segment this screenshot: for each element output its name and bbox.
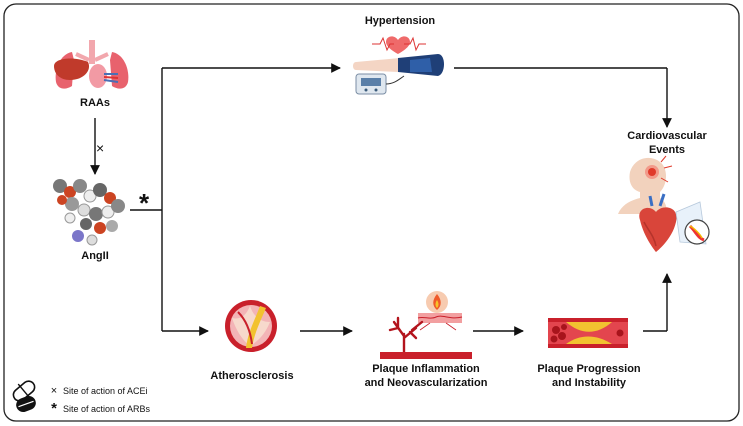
legend-arb-symbol: * xyxy=(51,400,57,417)
artery-cross-section-icon xyxy=(225,300,277,352)
cardiovascular-line2: Events xyxy=(648,144,686,156)
blood-pressure-cuff-icon xyxy=(353,36,444,95)
pills-icon xyxy=(12,380,36,413)
inflamed-vessel-icon xyxy=(380,291,472,359)
plaque-inflammation-label: Plaque Inflammation and Neovascularizati… xyxy=(350,362,502,390)
narrowed-artery-icon xyxy=(548,318,628,348)
angii-label: AngII xyxy=(60,249,130,263)
cardiovascular-line1: Cardiovascular xyxy=(627,130,707,142)
legend-acei-text: Site of action of ACEi xyxy=(63,386,148,396)
hypertension-label-text: Hypertension xyxy=(364,15,436,27)
legend-acei-symbol: × xyxy=(50,385,58,397)
diagram-frame xyxy=(3,3,740,422)
raas-label-text: RAAs xyxy=(80,97,110,109)
acei-marker: × xyxy=(96,140,105,156)
plaque-progression-label: Plaque Progression and Instability xyxy=(527,362,651,390)
legend-acei: × Site of action of ACEi xyxy=(48,385,148,397)
plaque-inflammation-line1: Plaque Inflammation xyxy=(372,363,480,375)
atherosclerosis-label: Atherosclerosis xyxy=(200,369,304,383)
legend-arb-text: Site of action of ARBs xyxy=(63,403,151,414)
plaque-progression-line2: and Instability xyxy=(552,377,626,389)
raas-label: RAAs xyxy=(60,96,130,110)
arrow-progression-to-events xyxy=(643,273,672,332)
arrow-hypertension-to-events xyxy=(454,67,672,128)
plaque-progression-line1: Plaque Progression xyxy=(537,363,641,375)
heart-brain-icon xyxy=(618,155,710,252)
cardiovascular-events-label: Cardiovascular Events xyxy=(612,129,722,157)
plaque-inflammation-line2: and Neovascularization xyxy=(364,377,488,389)
arb-marker: * xyxy=(139,188,150,218)
legend-arb: * Site of action of ARBs xyxy=(48,400,150,417)
hypertension-label: Hypertension xyxy=(352,14,448,28)
angii-label-text: AngII xyxy=(81,250,109,262)
lungs-liver-kidney-icon xyxy=(54,40,129,89)
atherosclerosis-label-text: Atherosclerosis xyxy=(210,370,294,382)
molecule-icon xyxy=(53,179,125,246)
